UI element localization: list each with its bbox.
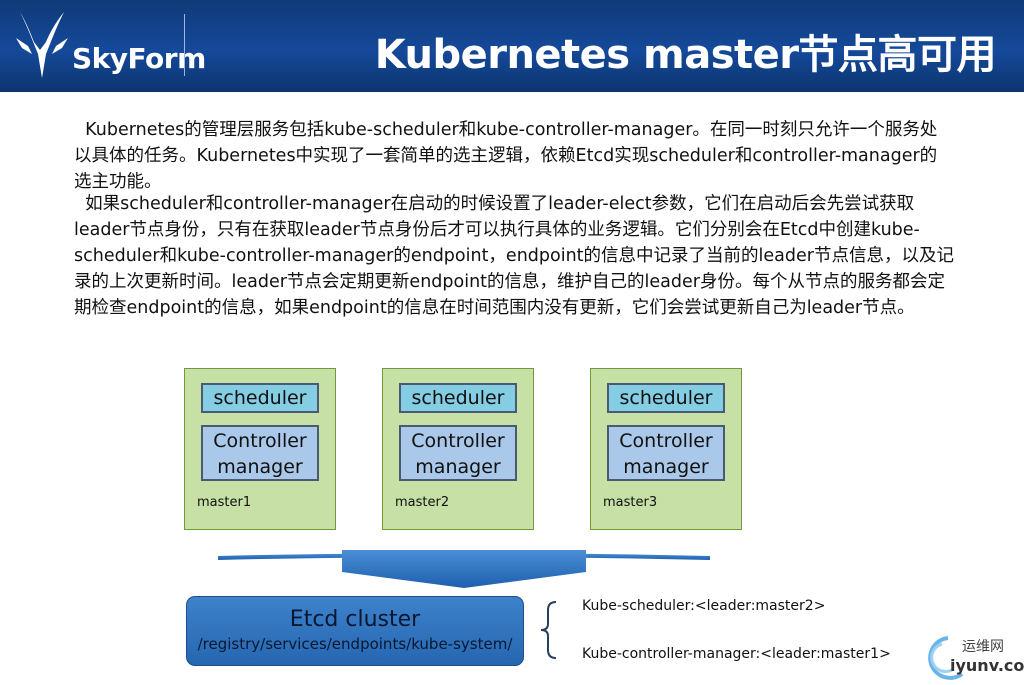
etcd-title: Etcd cluster [289, 607, 421, 632]
controller-manager-box: Controller manager [607, 425, 725, 481]
controller-label-line2: manager [217, 456, 303, 478]
slide-header: SkyForm Kubernetes master节点高可用 [0, 0, 1024, 92]
controller-label-line1: Controller [213, 430, 307, 452]
scheduler-box: scheduler [399, 383, 517, 413]
watermark-logo-icon [928, 636, 964, 680]
controller-label-line2: manager [623, 456, 709, 478]
master-node-2: scheduler Controller manager master2 [382, 368, 534, 530]
intro-paragraph: Kubernetes的管理层服务包括kube-scheduler和kube-co… [74, 120, 938, 192]
master-node-3: scheduler Controller manager master3 [590, 368, 742, 530]
antelope-logo-icon [16, 12, 68, 78]
scheduler-box: scheduler [201, 383, 319, 413]
brand-name: SkyForm [72, 42, 206, 75]
master-label: master3 [603, 495, 658, 510]
master-label: master1 [197, 495, 252, 510]
master-node-1: scheduler Controller manager master1 [184, 368, 336, 530]
down-arrow-icon [218, 550, 710, 588]
controller-label-line1: Controller [619, 430, 713, 452]
watermark-en: iyunv.com [950, 656, 1024, 675]
etcd-cluster-box: Etcd cluster /registry/services/endpoint… [186, 596, 524, 666]
scheduler-leader-note: Kube-scheduler:<leader:master2> [582, 598, 826, 614]
watermark-cn: 运维网 [962, 639, 1004, 655]
header-divider [184, 14, 185, 76]
controller-label-line2: manager [415, 456, 501, 478]
controller-manager-box: Controller manager [201, 425, 319, 481]
controller-label-line1: Controller [411, 430, 505, 452]
master-label: master2 [395, 495, 450, 510]
scheduler-box: scheduler [607, 383, 725, 413]
controller-manager-leader-note: Kube-controller-manager:<leader:master1> [582, 646, 891, 662]
curly-brace-icon [540, 601, 557, 659]
leader-election-paragraph: 如果scheduler和controller-manager在启动的时候设置了l… [74, 194, 954, 318]
controller-manager-box: Controller manager [399, 425, 517, 481]
etcd-path: /registry/services/endpoints/kube-system… [197, 635, 513, 653]
page-title: Kubernetes master节点高可用 [374, 32, 997, 78]
